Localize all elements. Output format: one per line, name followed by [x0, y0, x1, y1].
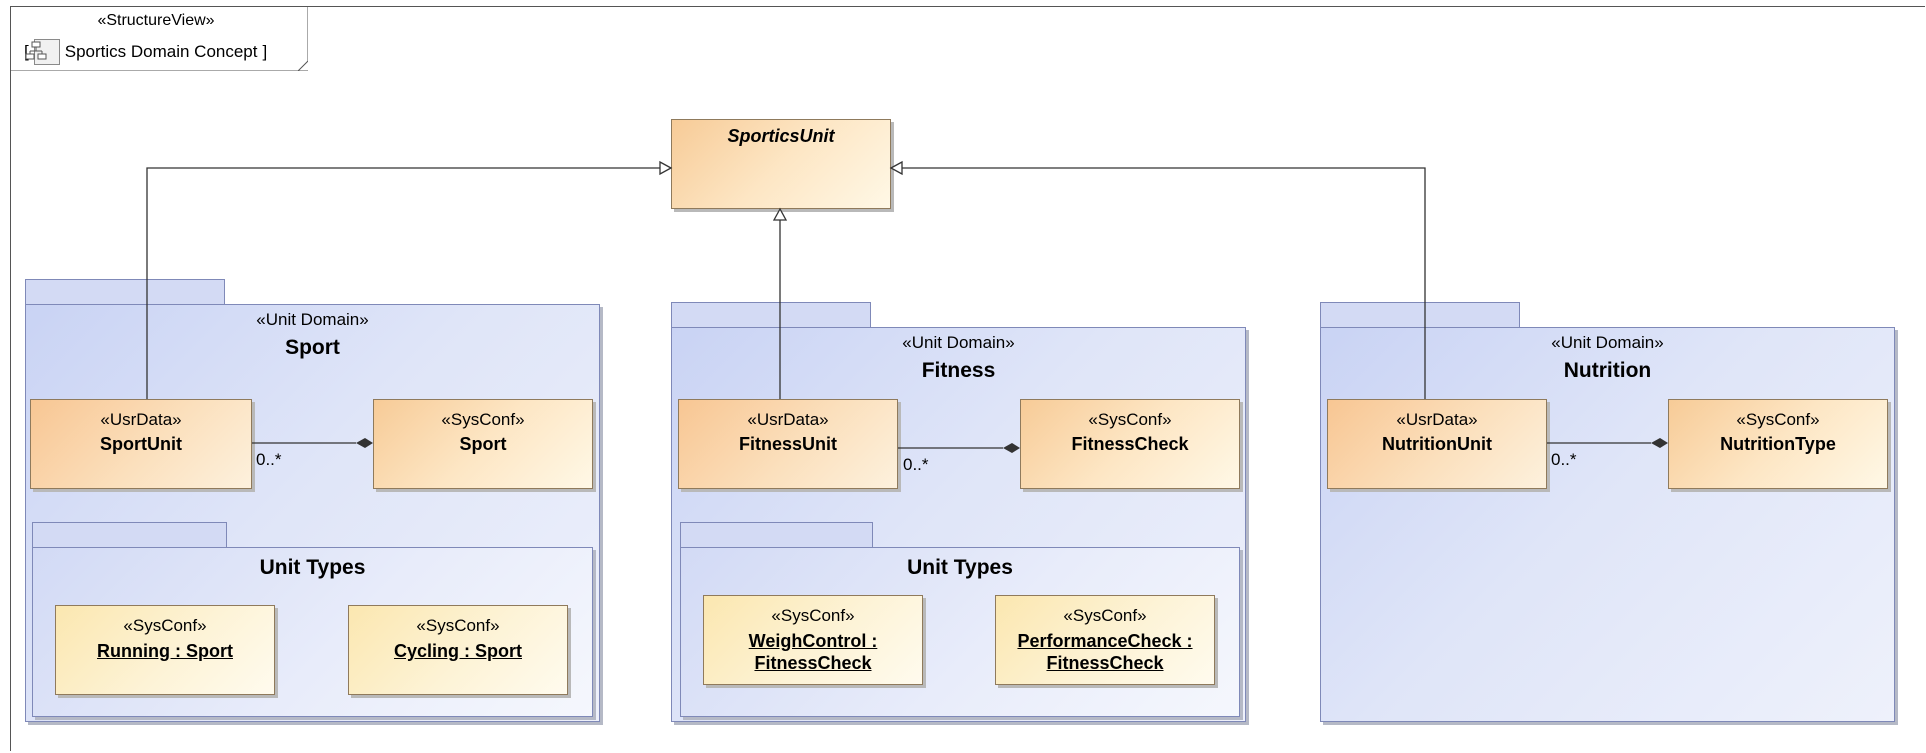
fitness-multiplicity: 0..* — [903, 455, 929, 474]
diagram-frame — [10, 6, 1925, 751]
sport-class-name: Sport — [459, 434, 507, 454]
performance-check-name-line2: FitnessCheck — [1046, 653, 1164, 673]
nutrition-package-stereotype: «Unit Domain» — [1551, 333, 1664, 352]
nutrition-unit-stereotype: «UsrData» — [1396, 410, 1478, 429]
sport-unit-name: SportUnit — [100, 434, 182, 454]
sport-package-stereotype: «Unit Domain» — [256, 310, 369, 329]
weigh-control-stereotype: «SysConf» — [771, 606, 855, 625]
nutrition-type-class[interactable]: «SysConf» NutritionType — [1668, 399, 1888, 489]
fitness-check-name: FitnessCheck — [1071, 434, 1189, 454]
frame-open-bracket: [ — [24, 42, 29, 61]
sport-class[interactable]: «SysConf» Sport — [373, 399, 593, 489]
sportics-unit-class[interactable]: SporticsUnit — [671, 119, 891, 209]
performance-check-stereotype: «SysConf» — [1063, 606, 1147, 625]
frame-stereotype: «StructureView» — [97, 12, 215, 29]
frame-title-text: Sportics Domain Concept — [64, 42, 258, 61]
nutrition-package-tab — [1320, 302, 1520, 328]
weigh-control-name-line1: WeighControl : — [748, 631, 878, 651]
sport-unit-stereotype: «UsrData» — [100, 410, 182, 429]
sport-unit-types-tab — [32, 522, 227, 548]
nutrition-unit-class[interactable]: «UsrData» NutritionUnit — [1327, 399, 1547, 489]
frame-close-bracket: ] — [262, 42, 268, 61]
fitness-check-class[interactable]: «SysConf» FitnessCheck — [1020, 399, 1240, 489]
performance-check-name-line1: PerformanceCheck : — [1017, 631, 1193, 651]
sport-package-tab — [25, 279, 225, 305]
sport-unit-types-name: Unit Types — [259, 556, 366, 579]
fitness-package-name: Fitness — [921, 359, 996, 382]
nutrition-type-name: NutritionType — [1720, 434, 1836, 454]
sportics-unit-name: SporticsUnit — [727, 126, 835, 146]
running-instance-name: Running : Sport — [97, 641, 233, 661]
nutrition-package-name: Nutrition — [1563, 359, 1652, 382]
nutrition-type-stereotype: «SysConf» — [1736, 410, 1820, 429]
running-instance-stereotype: «SysConf» — [123, 616, 207, 635]
cycling-instance[interactable]: «SysConf» Cycling : Sport — [348, 605, 568, 695]
sport-package-name: Sport — [285, 336, 340, 359]
performance-check-instance[interactable]: «SysConf» PerformanceCheck : FitnessChec… — [995, 595, 1215, 685]
nutrition-unit-name: NutritionUnit — [1382, 434, 1492, 454]
fitness-unit-class[interactable]: «UsrData» FitnessUnit — [678, 399, 898, 489]
diagram-frame-label: «StructureView» [ Sportics Domain Concep… — [10, 6, 308, 71]
cycling-instance-stereotype: «SysConf» — [416, 616, 500, 635]
cycling-instance-name: Cycling : Sport — [393, 641, 522, 661]
sport-unit-class[interactable]: «UsrData» SportUnit — [30, 399, 252, 489]
fitness-package-tab — [671, 302, 871, 328]
fitness-unit-types-name: Unit Types — [907, 556, 1013, 579]
weigh-control-name-line2: FitnessCheck — [754, 653, 872, 673]
structure-diagram-icon — [25, 39, 60, 65]
running-instance[interactable]: «SysConf» Running : Sport — [55, 605, 275, 695]
nutrition-package[interactable]: «Unit Domain» Nutrition — [1320, 327, 1895, 722]
fitness-package-stereotype: «Unit Domain» — [902, 333, 1015, 352]
fitness-check-stereotype: «SysConf» — [1088, 410, 1172, 429]
frame-title: [ Sportics Domain Concept ] — [24, 39, 267, 65]
fitness-unit-types-tab — [680, 522, 873, 548]
sport-class-stereotype: «SysConf» — [441, 410, 525, 429]
weigh-control-instance[interactable]: «SysConf» WeighControl : FitnessCheck — [703, 595, 923, 685]
nutrition-multiplicity: 0..* — [1551, 450, 1577, 469]
sport-multiplicity: 0..* — [256, 450, 282, 469]
fitness-unit-stereotype: «UsrData» — [747, 410, 829, 429]
fitness-unit-name: FitnessUnit — [738, 434, 837, 454]
